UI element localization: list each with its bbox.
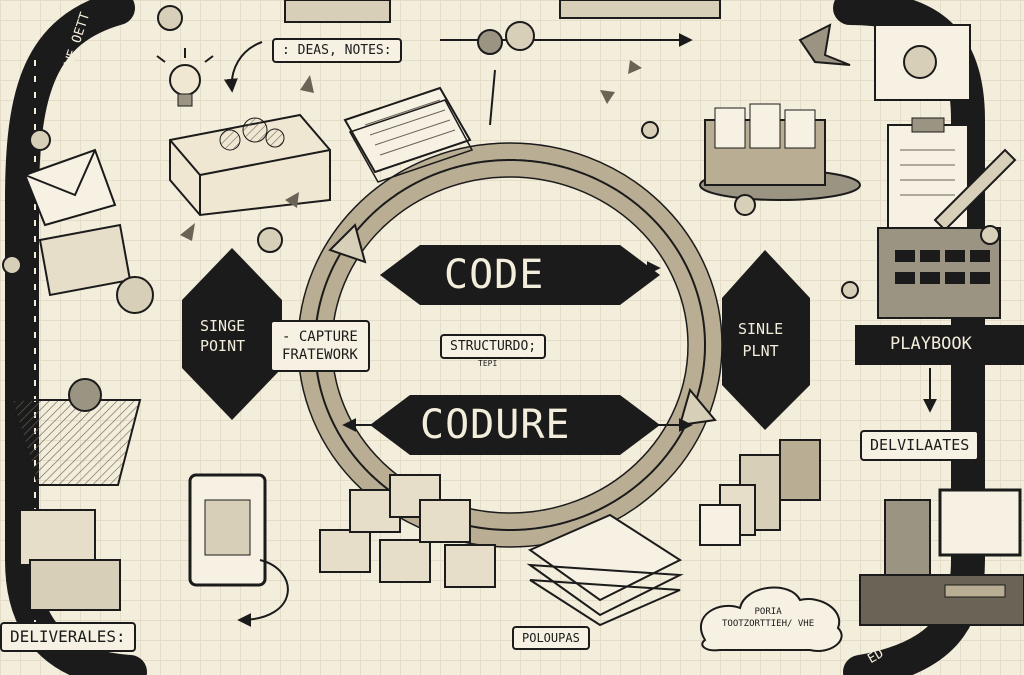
tepu-label: TEPI [478, 359, 498, 368]
deliverales-label: DELIVERALES: [0, 622, 136, 652]
delvilaates-label: DELVILAATES [860, 430, 980, 461]
structurdo-label: STRUCTURDO; [440, 334, 547, 359]
computer-icon [859, 488, 1024, 626]
lightbulb-icon [156, 48, 214, 107]
code-label: CODE [444, 252, 545, 298]
envelope-icon [23, 148, 117, 227]
cube-left-icon [38, 223, 154, 314]
codure-label: CODURE [420, 402, 571, 448]
single-point-left-label: SINGE POINT [200, 317, 246, 355]
cloud-label: PORIA TOOTZORTTIEH/ VHE [722, 607, 815, 629]
pushpin-icon [477, 21, 535, 126]
folder-tray-icon [699, 103, 861, 201]
gear-icon [2, 5, 1000, 299]
folder-box-icon [169, 113, 331, 217]
playbook-label: PLAYBOOK [890, 334, 972, 354]
paper-stack-icon [343, 86, 474, 183]
single-point-left-diamond [182, 248, 282, 420]
single-plnt-right-diamond [722, 250, 810, 430]
single-plnt-right-label: SINLE PLNT [738, 320, 784, 360]
cloud-icon [699, 586, 843, 652]
cube-stack-right-icon [699, 439, 821, 546]
tablet-icon [188, 473, 289, 627]
box-stack-left-icon [19, 509, 121, 611]
outer-track [4, 0, 985, 675]
pencil-icon [933, 148, 1017, 232]
codure-banner-shape [370, 395, 660, 455]
paper-pile-icon [526, 513, 684, 627]
playbook-bar [855, 325, 1024, 365]
trash-bin-icon [10, 378, 142, 486]
cube-stack-icon [319, 474, 496, 588]
polopas-label: POLOUPAS [512, 626, 590, 650]
top-monitor [284, 0, 391, 23]
calendar-icon [874, 24, 971, 101]
ideas-notes-label: : DEAS, NOTES: [272, 38, 402, 63]
code-banner-shape [380, 245, 660, 305]
calculator-icon [877, 227, 1001, 319]
bird-icon [798, 23, 851, 66]
capture-framework-label: - CAPTURE FRATEWORK [270, 320, 370, 372]
